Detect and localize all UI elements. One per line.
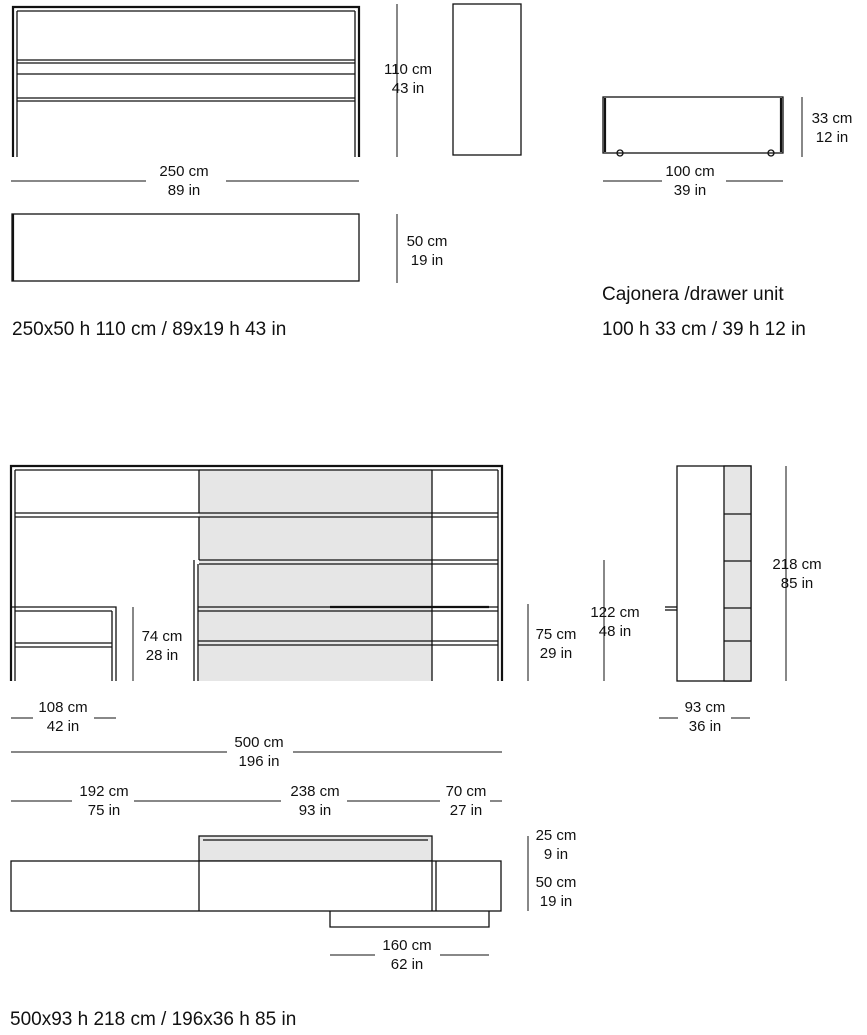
width-cm: 250 cm — [159, 163, 209, 180]
mid-height-in: 48 in — [598, 623, 632, 640]
shelf-width-in: 62 in — [390, 956, 424, 973]
label-desk-width: 108 cm 42 in — [38, 698, 87, 736]
shelf-width-cm: 160 cm — [382, 937, 432, 954]
desk-height-cm: 74 cm — [141, 628, 183, 645]
plan-depth-cm: 50 cm — [535, 874, 577, 891]
label-seg1: 192 cm 75 in — [79, 782, 128, 820]
plan-depth-in: 19 in — [539, 893, 573, 910]
drawer-height-cm: 33 cm — [811, 110, 853, 127]
wall-unit-desk — [11, 606, 117, 681]
seg1-in: 75 in — [87, 802, 121, 819]
plan-top-cm: 25 cm — [535, 827, 577, 844]
label-total-width: 500 cm 196 in — [234, 733, 283, 771]
drawer-unit-drawing — [602, 96, 784, 157]
right-height-cm: 75 cm — [535, 626, 577, 643]
height-in: 43 in — [391, 80, 425, 97]
right-height-in: 29 in — [539, 645, 573, 662]
depth-in: 19 in — [410, 252, 444, 269]
wall-unit-side-elevation — [665, 465, 752, 682]
wall-unit-plan-view — [10, 835, 502, 928]
caption-top-piece: 250x50 h 110 cm / 89x19 h 43 in — [12, 319, 287, 340]
total-width-cm: 500 cm — [234, 734, 284, 751]
caption-drawer-unit: 100 h 33 cm / 39 h 12 in — [602, 319, 806, 340]
seg2-in: 93 in — [298, 802, 332, 819]
caption-wall-unit: 500x93 h 218 cm / 196x36 h 85 in — [10, 1009, 297, 1030]
label-shelf-width: 160 cm 62 in — [382, 936, 431, 974]
label-plan-top: 25 cm 9 in — [536, 826, 577, 864]
label-plan-depth: 50 cm 19 in — [536, 873, 577, 911]
seg2-cm: 238 cm — [290, 783, 340, 800]
label-drawer-width: 100 cm 39 in — [665, 162, 714, 200]
label-total-height: 218 cm 85 in — [772, 555, 821, 593]
label-seg3: 70 cm 27 in — [446, 782, 487, 820]
label-depth-50: 50 cm 19 in — [407, 232, 448, 270]
desk-width-cm: 108 cm — [38, 699, 88, 716]
desk-height-in: 28 in — [145, 647, 179, 664]
width-in: 89 in — [167, 182, 201, 199]
drawer-unit-title: Cajonera /drawer unit — [602, 284, 784, 305]
total-height-cm: 218 cm — [772, 556, 822, 573]
desk-width-in: 42 in — [46, 718, 80, 735]
seg3-in: 27 in — [449, 802, 483, 819]
wall-unit-front-elevation — [9, 464, 504, 681]
drawer-width-in: 39 in — [673, 182, 707, 199]
total-width-in: 196 in — [238, 753, 280, 770]
label-desk-height: 74 cm 28 in — [142, 627, 183, 665]
seg1-cm: 192 cm — [79, 783, 129, 800]
label-drawer-height: 33 cm 12 in — [812, 109, 853, 147]
drawer-width-cm: 100 cm — [665, 163, 715, 180]
depth-cm: 50 cm — [406, 233, 448, 250]
seg3-cm: 70 cm — [445, 783, 487, 800]
label-side-depth: 93 cm 36 in — [685, 698, 726, 736]
side-depth-in: 36 in — [688, 718, 722, 735]
label-seg2: 238 cm 93 in — [290, 782, 339, 820]
side-depth-cm: 93 cm — [684, 699, 726, 716]
plan-view-250 — [11, 213, 360, 282]
mid-height-cm: 122 cm — [590, 604, 640, 621]
total-height-in: 85 in — [780, 575, 814, 592]
height-cm: 110 cm — [383, 61, 433, 78]
label-width-250: 250 cm 89 in — [159, 162, 208, 200]
label-mid-height: 122 cm 48 in — [590, 603, 639, 641]
plan-top-in: 9 in — [543, 846, 569, 863]
label-right-height: 75 cm 29 in — [536, 625, 577, 663]
front-elevation-250 — [11, 5, 361, 157]
side-elevation-110 — [452, 3, 522, 156]
drawer-height-in: 12 in — [815, 129, 849, 146]
label-height-110: 110 cm 43 in — [384, 60, 432, 98]
